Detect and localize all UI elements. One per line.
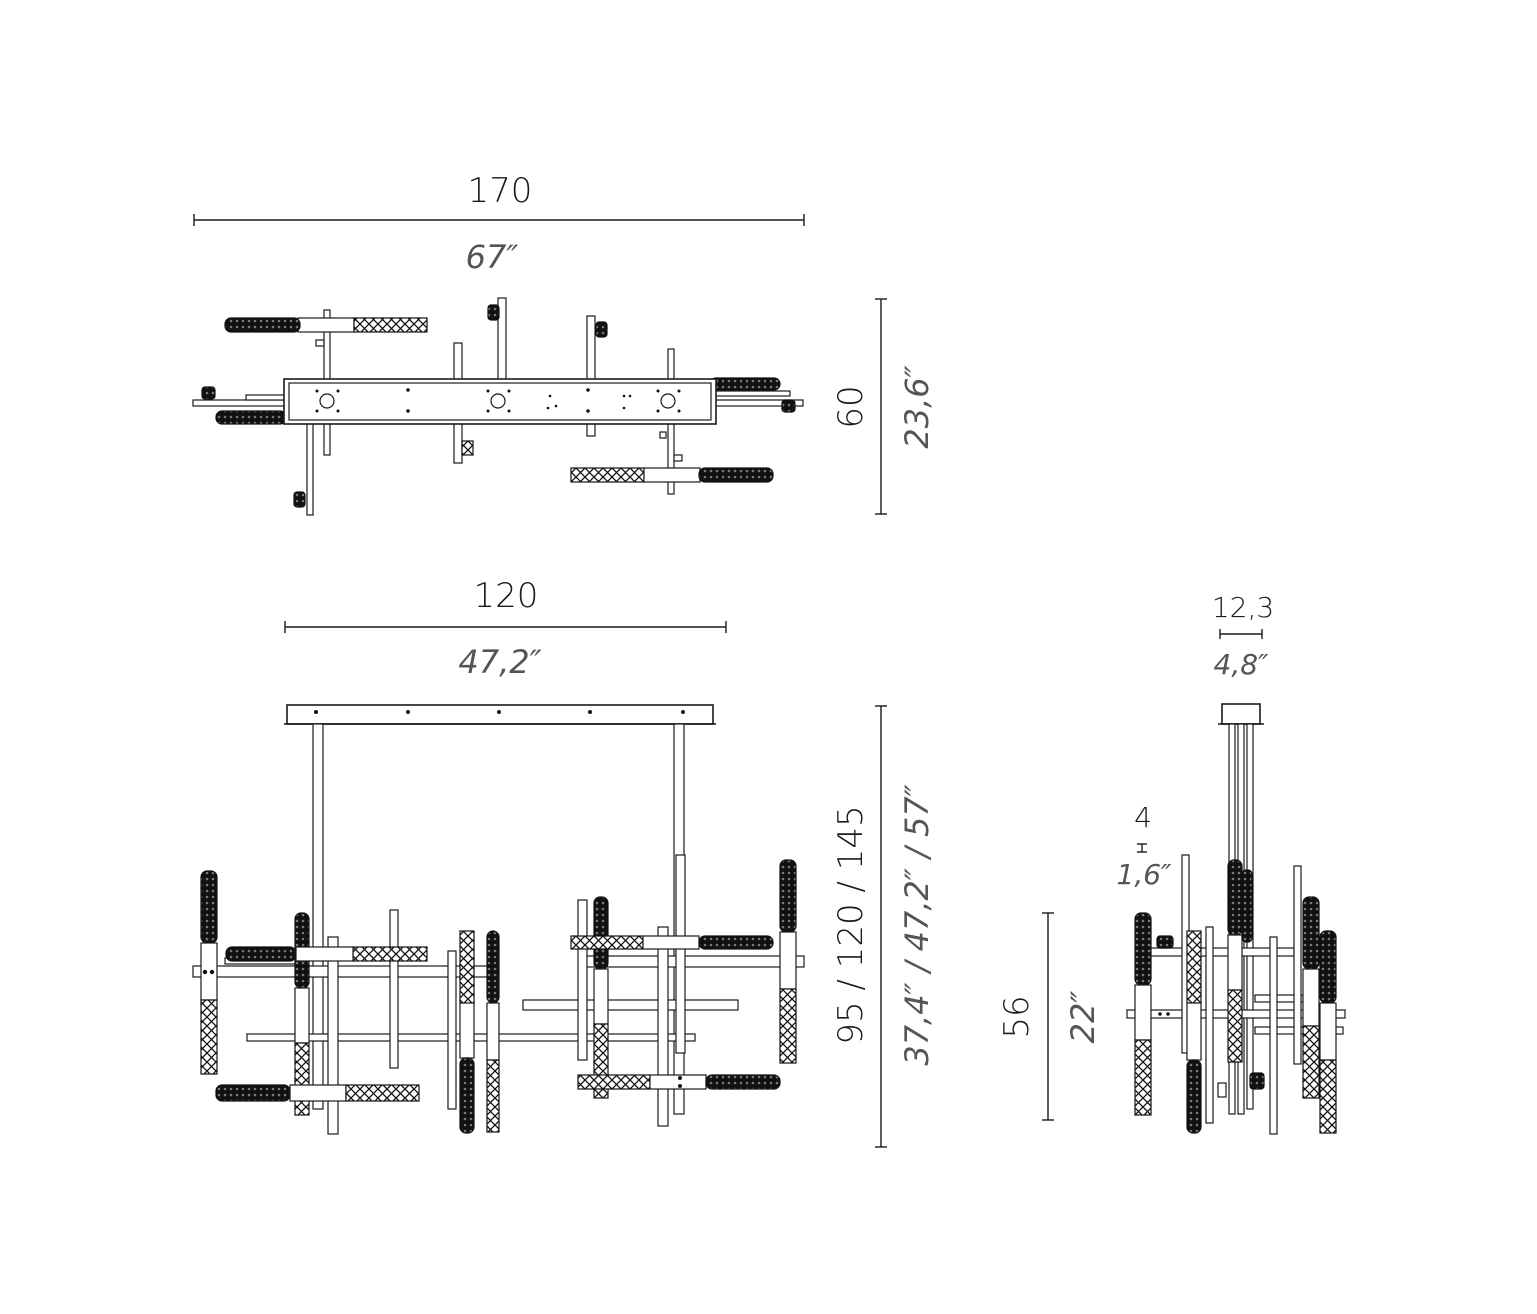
- side-view: 12,3 4,8″ 4 1,6″ 56 22″: [997, 591, 1346, 1135]
- top-width-dimension: 170 67″: [193, 171, 805, 276]
- top-width-in: 67″: [466, 238, 519, 276]
- side-tube-dimension: 4 1,6″: [1117, 801, 1173, 891]
- top-view: 170 67″ 60 23,6″: [192, 171, 936, 516]
- top-width-cm: 170: [468, 171, 533, 211]
- side-tube-cm: 4: [1134, 801, 1152, 834]
- front-width-cm: 120: [474, 576, 539, 616]
- front-height-cm: 95 / 120 / 145: [831, 805, 871, 1044]
- top-depth-dimension: 60 23,6″: [831, 298, 936, 515]
- side-body-cm: 56: [997, 995, 1037, 1038]
- side-tube-in: 1,6″: [1117, 858, 1173, 891]
- top-depth-in: 23,6″: [898, 365, 936, 448]
- side-canopy-in: 4,8″: [1214, 648, 1270, 681]
- front-width-in: 47,2″: [458, 643, 541, 681]
- side-body-in: 22″: [1064, 991, 1102, 1044]
- top-depth-cm: 60: [831, 385, 871, 428]
- front-view-fixture: [192, 704, 805, 1135]
- front-height-in: 37,4″ / 47,2″ / 57″: [898, 784, 936, 1065]
- front-view: 120 47,2″ 95 / 120 / 145 37,4″ / 47,2″ /…: [192, 576, 936, 1148]
- side-view-fixture: [1126, 703, 1346, 1135]
- front-height-dimension: 95 / 120 / 145 37,4″ / 47,2″ / 57″: [831, 705, 936, 1148]
- side-body-dimension: 56 22″: [997, 912, 1102, 1121]
- side-canopy-dimension: 12,3 4,8″: [1212, 591, 1274, 681]
- side-canopy-cm: 12,3: [1212, 591, 1274, 624]
- top-view-fixture: [192, 297, 804, 516]
- front-width-dimension: 120 47,2″: [284, 576, 727, 681]
